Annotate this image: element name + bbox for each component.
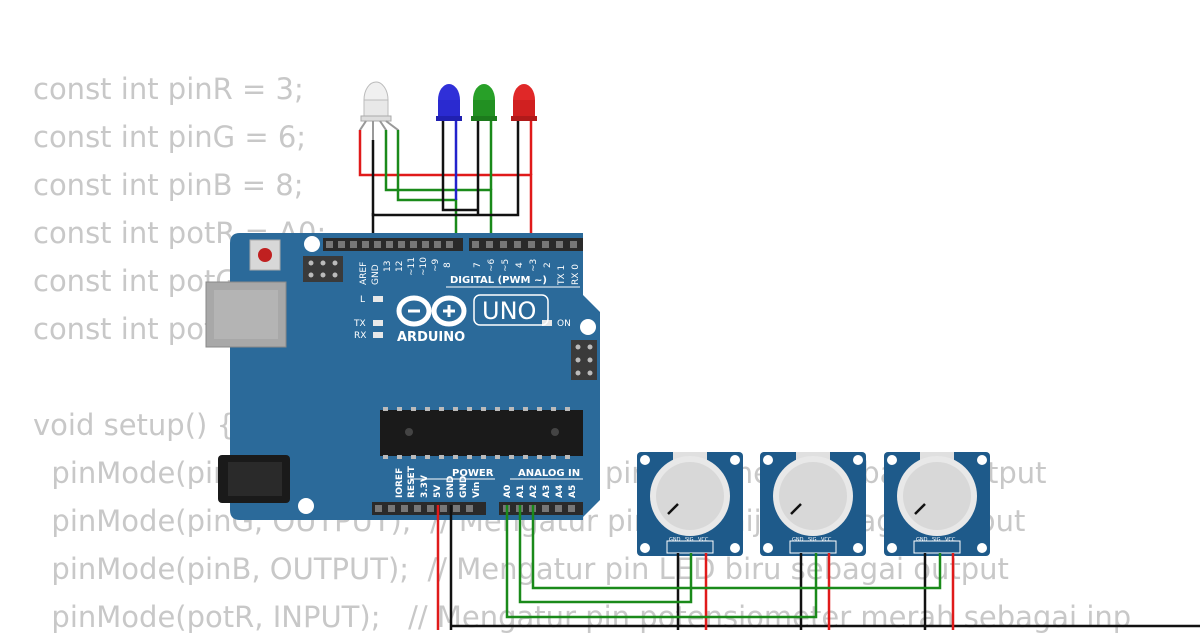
icsp-header-right (571, 340, 597, 380)
pin-label: ~3 (529, 259, 539, 272)
pot-pin-label: SIG (808, 537, 817, 543)
pin-label: Vin (472, 482, 482, 498)
pot-pin-label: SIG (685, 537, 694, 543)
svg-text:ON: ON (557, 319, 571, 329)
svg-text:RX: RX (354, 331, 366, 341)
microcontroller-chip (380, 407, 583, 459)
pin-label: AREF (359, 262, 369, 285)
reset-button-icon[interactable] (249, 239, 281, 271)
pin-label: GND (446, 476, 456, 498)
pin-label: GND (459, 476, 469, 498)
green-led[interactable] (471, 84, 497, 140)
potentiometer-3[interactable]: GND SIG VCC (884, 452, 990, 556)
pin-label: 13 (383, 261, 393, 272)
pin-label: 12 (395, 261, 405, 272)
analog-header (499, 502, 583, 515)
pin-label: A2 (529, 485, 539, 498)
pot-pin-label: GND (669, 537, 681, 543)
digital-header (323, 238, 583, 251)
pot-pin-label: VCC (945, 537, 956, 543)
svg-text:TX: TX (353, 319, 366, 329)
pin-label: ~11 (407, 257, 417, 276)
pin-label: GND (371, 264, 381, 285)
blue-led[interactable] (436, 84, 462, 140)
pot-pin-label: VCC (698, 537, 709, 543)
arduino-uno-board[interactable]: AREF GND 13 12 ~11 ~10 ~9 8 7 ~6 ~5 4 ~3… (205, 233, 600, 520)
pin-label: RESET (407, 465, 417, 498)
led-wires (358, 121, 533, 245)
pin-label: ~5 (501, 259, 511, 272)
power-label: POWER (452, 468, 494, 479)
pot-pin-label: VCC (821, 537, 832, 543)
pin-label: A1 (516, 485, 526, 498)
red-led[interactable] (511, 84, 537, 140)
pin-label: A4 (555, 485, 565, 498)
pin-label: ~9 (431, 258, 441, 272)
analog-label: ANALOG IN (518, 468, 580, 479)
pin-label: A5 (568, 485, 578, 498)
svg-text:L: L (360, 295, 365, 305)
pin-label: ~10 (419, 257, 429, 276)
arduino-infinity-logo (396, 295, 467, 327)
pin-label: TX 1 (557, 265, 567, 286)
board-brand: ARDUINO (397, 330, 465, 345)
pin-label: 5V (433, 485, 443, 498)
code-line: pinMode(pinB, OUTPUT); // Mengatur pin L… (33, 552, 1009, 586)
pin-label: RX 0 (571, 264, 581, 285)
pin-label: 4 (515, 262, 525, 268)
pin-label: A3 (542, 485, 552, 498)
pin-label: A0 (503, 485, 513, 498)
pin-label: ~6 (487, 258, 497, 272)
pot-pin-label: SIG (932, 537, 941, 543)
code-line: void setup() { (33, 408, 235, 442)
code-line: const int pinG = 6; (33, 120, 307, 154)
usb-port-icon (205, 281, 287, 348)
pin-label: 8 (443, 262, 453, 268)
pot-pin-label: GND (792, 537, 804, 543)
code-line: const int pinB = 8; (33, 168, 304, 202)
pin-label: 2 (543, 262, 553, 268)
power-jack-icon (218, 455, 290, 503)
digital-header-label: DIGITAL (PWM ~) (450, 275, 547, 286)
code-line: const int pinR = 3; (33, 72, 304, 106)
pin-label: 3.3V (420, 475, 430, 498)
potentiometer-2[interactable]: GND SIG VCC (760, 452, 866, 556)
potentiometer-1[interactable]: GND SIG VCC (637, 452, 743, 556)
pot-pin-label: GND (916, 537, 928, 543)
pin-label: IOREF (395, 468, 405, 498)
rgb-led[interactable] (359, 81, 399, 235)
pot-wires (436, 505, 1200, 630)
pin-label: 7 (473, 262, 483, 268)
icsp-header (303, 256, 343, 282)
board-model: UNO (482, 297, 536, 325)
power-header (372, 502, 486, 515)
